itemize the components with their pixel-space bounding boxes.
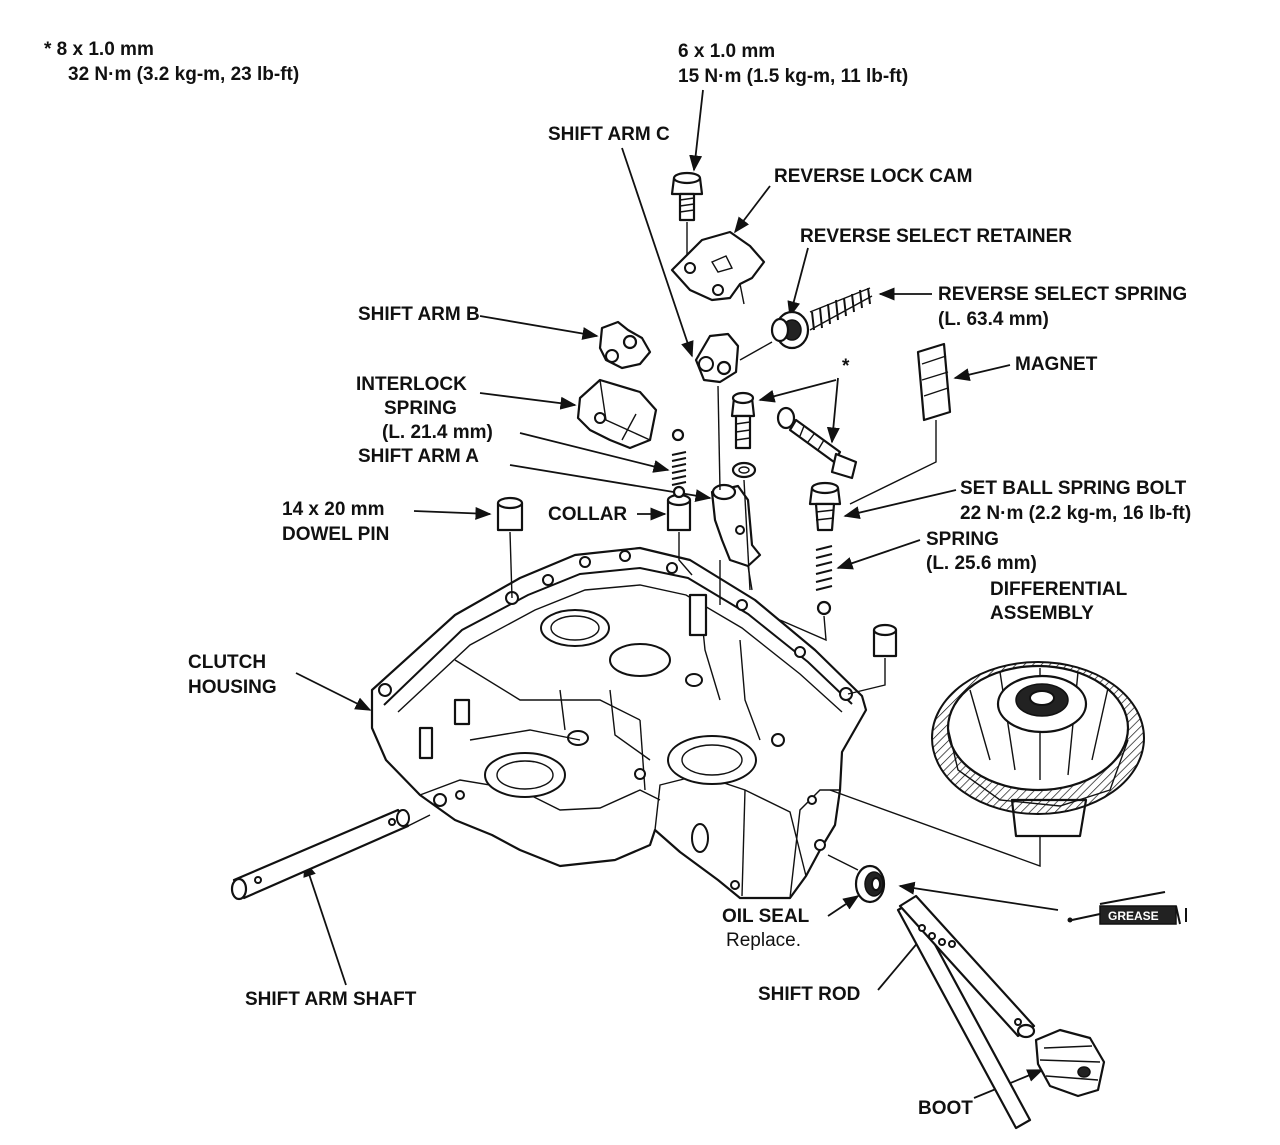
interlock-spring-label-line2: SPRING xyxy=(384,398,457,419)
interlock-spring-label-line1: INTERLOCK xyxy=(356,374,467,395)
star-marker: * xyxy=(842,356,850,377)
dowel-pin xyxy=(496,496,524,599)
reverse-select-retainer xyxy=(739,310,810,361)
star-spec-size-label: * 8 x 1.0 mm xyxy=(44,39,154,60)
shift-arm-c-label: SHIFT ARM C xyxy=(548,124,670,145)
reverse-lock-cam xyxy=(670,230,766,305)
interlock-spring xyxy=(671,428,687,499)
collar-label: COLLAR xyxy=(548,504,627,525)
shift-arm-b xyxy=(598,320,652,370)
shift-arm-shaft-label: SHIFT ARM SHAFT xyxy=(245,989,417,1010)
shift-arm-b-label: SHIFT ARM B xyxy=(358,304,480,325)
magnet-label: MAGNET xyxy=(1015,354,1098,375)
bolt-spec-size-label: 6 x 1.0 mm xyxy=(678,41,775,62)
differential-label-line1: DIFFERENTIAL xyxy=(990,579,1128,600)
magnet xyxy=(849,342,952,505)
dowel-pin-label: DOWEL PIN xyxy=(282,524,389,545)
set-ball-spring xyxy=(779,545,833,642)
shift-arm-shaft xyxy=(230,808,431,901)
differential-assembly xyxy=(829,661,1145,867)
leader-lines xyxy=(295,89,1059,1099)
shift-rod xyxy=(896,894,1036,1130)
spring-length: (L. 25.6 mm) xyxy=(926,553,1037,574)
shift-arm-a-label: SHIFT ARM A xyxy=(358,446,479,467)
shift-arm-c xyxy=(694,332,740,491)
oil-seal-label: OIL SEAL xyxy=(722,906,810,927)
collar xyxy=(666,493,693,576)
dowel-pin-right xyxy=(847,623,898,695)
reverse-select-spring-length: (L. 63.4 mm) xyxy=(938,309,1049,330)
clutch-housing-label-line1: CLUTCH xyxy=(188,652,266,673)
spring-label: SPRING xyxy=(926,529,999,550)
grease-icon: GREASE xyxy=(1067,891,1187,925)
reverse-select-retainer-label: REVERSE SELECT RETAINER xyxy=(800,226,1072,247)
set-ball-spring-bolt-label: SET BALL SPRING BOLT xyxy=(960,478,1187,499)
oil-seal-note: Replace. xyxy=(726,930,801,951)
interlock-spring-length: (L. 21.4 mm) xyxy=(382,422,493,443)
bolt-6x1 xyxy=(670,171,704,262)
star-bolt-upper xyxy=(730,391,757,591)
oil-seal xyxy=(827,854,886,904)
shift-rod-label: SHIFT ROD xyxy=(758,984,860,1005)
boot-label: BOOT xyxy=(918,1098,973,1119)
interlock-bracket xyxy=(576,378,658,450)
grease-label: GREASE xyxy=(1108,909,1159,923)
differential-label-line2: ASSEMBLY xyxy=(990,603,1094,624)
star-spec-torque-label: 32 N·m (3.2 kg-m, 23 lb-ft) xyxy=(68,64,299,85)
star-bolt-lower xyxy=(776,406,858,480)
dowel-pin-size-label: 14 x 20 mm xyxy=(282,499,384,520)
set-ball-spring-bolt-torque: 22 N·m (2.2 kg-m, 16 lb-ft) xyxy=(960,503,1191,524)
set-ball-spring-bolt xyxy=(808,481,842,532)
clutch-housing xyxy=(370,546,868,900)
clutch-housing-label-line2: HOUSING xyxy=(188,677,277,698)
reverse-select-spring-label: REVERSE SELECT SPRING xyxy=(938,284,1187,305)
reverse-lock-cam-label: REVERSE LOCK CAM xyxy=(774,166,972,187)
bolt-spec-torque-label: 15 N·m (1.5 kg-m, 11 lb-ft) xyxy=(678,66,908,87)
boot xyxy=(1034,1028,1106,1098)
reverse-select-spring xyxy=(809,287,873,331)
